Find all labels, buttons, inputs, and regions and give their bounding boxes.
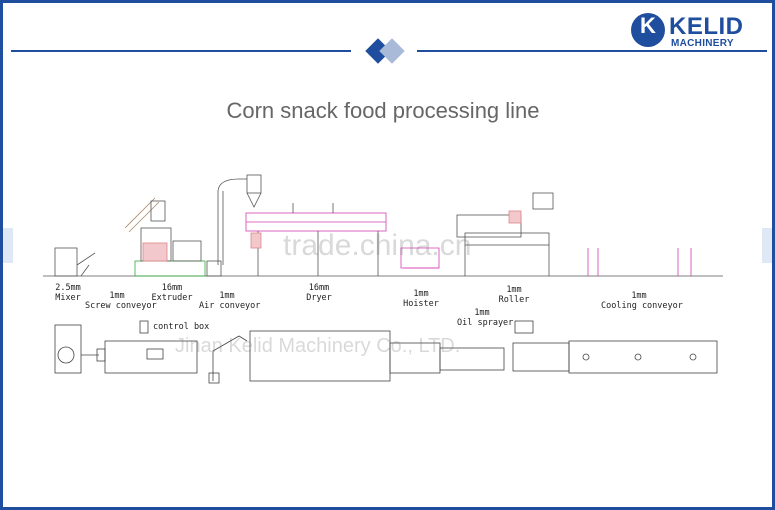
watermark-site: trade.china.cn xyxy=(283,229,472,262)
label-extruder: 16mm Extruder xyxy=(151,283,193,303)
plan-extruder xyxy=(212,335,248,381)
plan-screw-conveyor xyxy=(104,340,198,374)
logo-sub-text: MACHINERY xyxy=(671,38,734,49)
label-air-conveyor-size: 1mm xyxy=(219,291,235,301)
label-dryer-size: 16mm xyxy=(308,283,330,293)
label-hoister-size: 1mm xyxy=(413,289,429,299)
plan-mixer xyxy=(54,324,82,374)
cooling-conveyor-drawing xyxy=(587,248,692,276)
plan-view xyxy=(54,320,718,384)
label-dryer-name: Dryer xyxy=(306,293,332,303)
watermark-company: Jinan Kelid Machinery Co., LTD. xyxy=(175,335,461,357)
label-dryer: 16mm Dryer xyxy=(301,283,337,303)
label-screw-conveyor-name: Screw conveyor xyxy=(85,301,157,311)
screw-conveyor-drawing xyxy=(124,197,166,233)
air-conveyor-drawing xyxy=(206,174,262,277)
roller-drawing xyxy=(456,192,554,276)
plan-cooling-conveyor xyxy=(568,340,718,374)
label-screw-conveyor-size: 1mm xyxy=(109,291,125,301)
control-box-shape xyxy=(139,320,149,334)
label-control-box: control box xyxy=(153,322,210,332)
label-extruder-name: Extruder xyxy=(151,293,193,303)
mixer-drawing xyxy=(54,247,96,277)
label-cooling-conveyor-name: Cooling conveyor xyxy=(601,301,683,311)
label-oil-sprayer-name: Oil sprayer xyxy=(457,318,514,328)
logo-brand-text: KELID xyxy=(669,13,744,40)
label-mixer-size: 2.5mm xyxy=(55,283,81,293)
label-extruder-size: 16mm xyxy=(161,283,183,293)
line-drawing xyxy=(43,174,723,384)
diagram-title: Corn snack food processing line xyxy=(226,98,540,123)
label-oil-sprayer: 1mm Oil sprayer xyxy=(457,308,514,328)
logo-k-mark: K xyxy=(640,13,656,38)
dryer-drawing xyxy=(245,203,387,276)
extruder-drawing xyxy=(134,227,206,277)
hoister-drawing xyxy=(400,247,440,269)
logo-circle-icon xyxy=(631,13,665,47)
plan-oil-sprayer xyxy=(439,347,505,371)
label-mixer: 2.5mm Mixer xyxy=(53,283,83,303)
label-air-conveyor: 1mm Air conveyor xyxy=(199,291,261,311)
label-air-conveyor-name: Air conveyor xyxy=(199,301,261,311)
label-cooling-conveyor-size: 1mm xyxy=(631,291,647,301)
label-roller-name: Roller xyxy=(498,295,530,305)
left-edge-shape xyxy=(3,228,13,263)
label-hoister: 1mm Hoister xyxy=(401,289,441,309)
plan-roller xyxy=(512,342,570,372)
kelid-logo: K KELID MACHINERY xyxy=(631,11,761,51)
label-mixer-name: Mixer xyxy=(55,293,81,303)
label-roller-size: 1mm xyxy=(506,285,522,295)
header-line-right xyxy=(417,50,767,52)
label-hoister-name: Hoister xyxy=(403,299,439,309)
right-edge-shape xyxy=(762,228,772,263)
header-line-left xyxy=(11,50,351,52)
label-roller: 1mm Roller xyxy=(497,285,531,305)
label-cooling-conveyor: 1mm Cooling conveyor xyxy=(601,291,683,311)
label-screw-conveyor: 1mm Screw conveyor xyxy=(85,291,157,311)
label-oil-sprayer-size: 1mm xyxy=(474,308,490,318)
